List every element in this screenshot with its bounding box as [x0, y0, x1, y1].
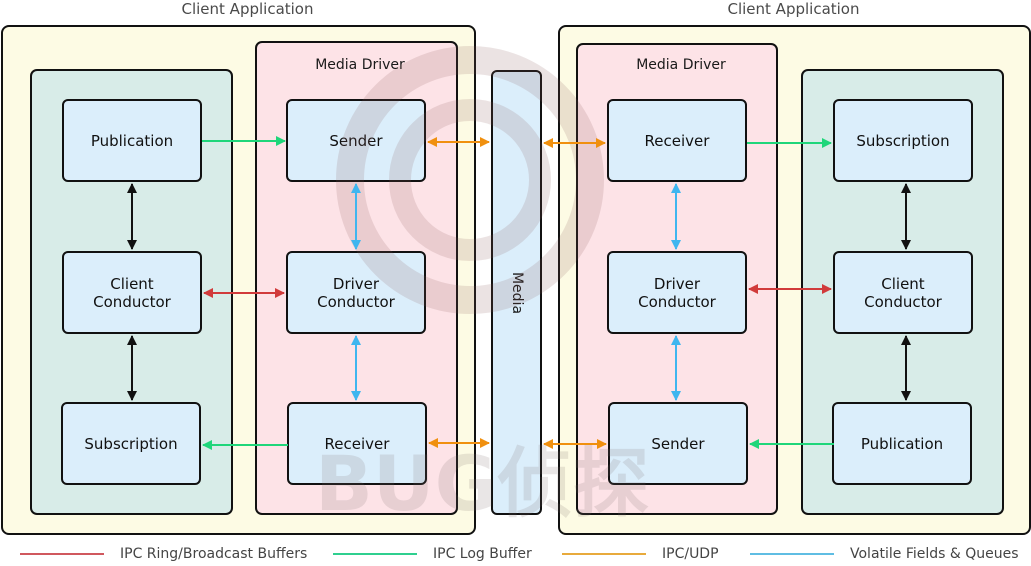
- left-app-title: Client Application: [181, 0, 314, 18]
- legend-label: IPC Log Buffer: [433, 546, 532, 562]
- legend-label: IPC Ring/Broadcast Buffers: [120, 546, 308, 562]
- left-receiver[interactable]: Receiver: [287, 402, 427, 485]
- left-media-driver-title: Media Driver: [315, 57, 405, 73]
- legend-item-volatile: Volatile Fields & Queues: [750, 546, 1019, 562]
- left-driver-conductor[interactable]: Driver Conductor: [286, 251, 426, 334]
- right-receiver[interactable]: Receiver: [607, 99, 747, 182]
- legend-swatch: [333, 553, 417, 555]
- legend-label: IPC/UDP: [662, 546, 719, 562]
- legend-swatch: [20, 553, 104, 555]
- legend-label: Volatile Fields & Queues: [850, 546, 1019, 562]
- media-label: Media: [508, 271, 525, 314]
- left-client-conductor[interactable]: Client Conductor: [62, 251, 202, 334]
- right-client-conductor[interactable]: Client Conductor: [833, 251, 973, 334]
- legend-swatch: [750, 553, 834, 555]
- legend-swatch: [562, 553, 646, 555]
- media-channel[interactable]: Media: [491, 70, 542, 515]
- legend-item-ipc-udp: IPC/UDP: [562, 546, 719, 562]
- right-subscription[interactable]: Subscription: [833, 99, 973, 182]
- legend: IPC Ring/Broadcast Buffers IPC Log Buffe…: [0, 546, 1031, 566]
- left-sender[interactable]: Sender: [286, 99, 426, 182]
- right-publication[interactable]: Publication: [832, 402, 972, 485]
- right-sender[interactable]: Sender: [608, 402, 748, 485]
- right-media-driver-title: Media Driver: [636, 57, 726, 73]
- legend-item-ipc-log: IPC Log Buffer: [333, 546, 532, 562]
- left-subscription[interactable]: Subscription: [61, 402, 201, 485]
- right-app-title: Client Application: [727, 0, 860, 18]
- left-publication[interactable]: Publication: [62, 99, 202, 182]
- legend-item-ipc-ring: IPC Ring/Broadcast Buffers: [20, 546, 307, 562]
- right-driver-conductor[interactable]: Driver Conductor: [607, 251, 747, 334]
